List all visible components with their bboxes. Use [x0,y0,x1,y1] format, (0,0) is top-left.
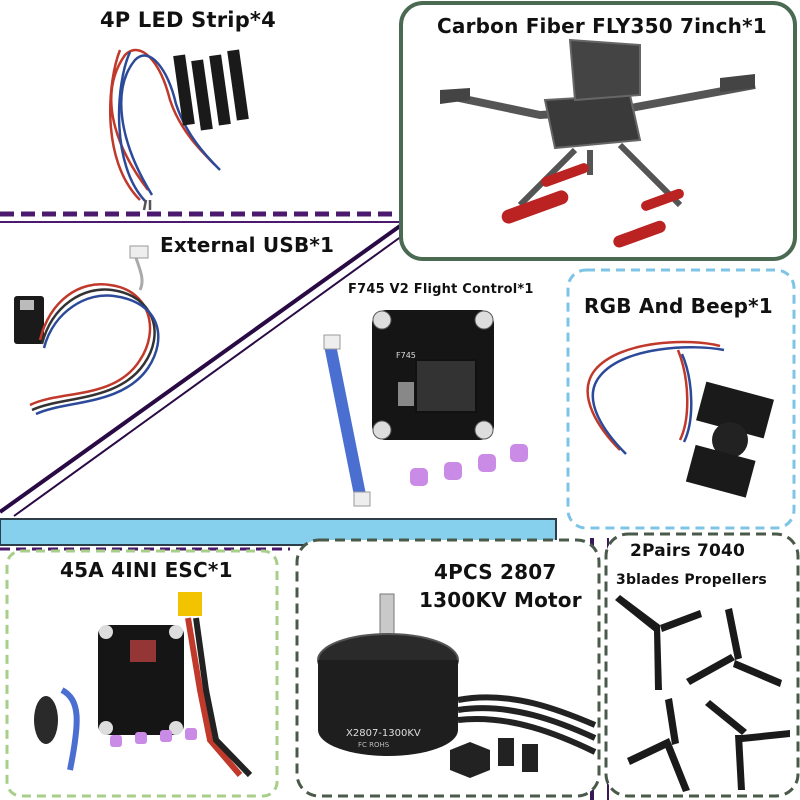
fc-model-mark: F745 [396,351,416,360]
flight-control-label: F745 V2 Flight Control*1 [348,282,534,297]
usb-label: External USB*1 [160,233,335,257]
rgb-beep-photo [586,340,774,498]
diagonal-line-1 [0,224,402,514]
propellers-photo [615,595,790,792]
motor-label-line1: 4PCS 2807 [434,560,557,584]
led-strips [173,49,249,131]
frame-label: Carbon Fiber FLY350 7inch*1 [437,14,767,38]
esc-label: 45A 4INI ESC*1 [60,558,233,582]
usb-board-photo [14,245,160,416]
flight-controller-photo: F745 [323,310,528,507]
led-strip-wires [108,48,221,211]
motor-label-line2: 1300KV Motor [419,588,582,612]
led-strip-label: 4P LED Strip*4 [100,8,276,32]
rgb-beep-label: RGB And Beep*1 [584,294,773,318]
esc-photo [34,592,253,778]
drone-frame-photo [440,38,756,248]
props-box [604,532,800,798]
props-label-line1: 2Pairs 7040 [630,541,746,561]
props-label-line2: 3blades Propellers [616,572,767,588]
motor-photo: X2807-1300KV FC ROHS [317,593,597,778]
motor-model-mark: X2807-1300KV [346,728,421,739]
diagonal-line-2 [13,235,403,517]
motor-cert-mark: FC ROHS [358,741,390,749]
